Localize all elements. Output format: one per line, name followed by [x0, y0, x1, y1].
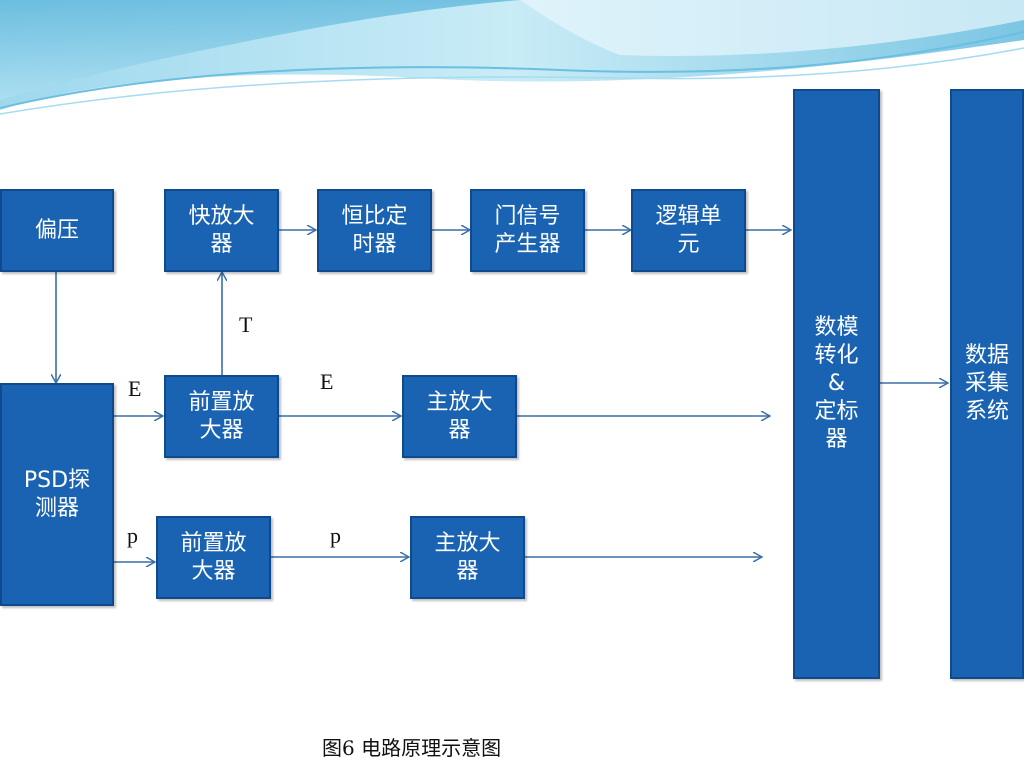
fast-amplifier-box: 快放大 器	[164, 189, 279, 272]
label-p-mid: p	[330, 523, 341, 548]
label-e-mid: E	[320, 369, 334, 394]
label-t: T	[239, 312, 253, 337]
gate-signal-generator-box: 门信号 产生器	[470, 189, 585, 272]
constant-fraction-timer-box: 恒比定 时器	[317, 189, 432, 272]
preamp-e-box: 前置放 大器	[164, 375, 279, 458]
bias-box: 偏压	[0, 189, 114, 272]
psd-detector-box: PSD探 测器	[0, 383, 114, 606]
preamp-p-box: 前置放 大器	[156, 516, 271, 599]
logic-unit-box: 逻辑单 元	[631, 189, 746, 272]
figure-caption: 图6 电路原理示意图	[322, 736, 502, 760]
label-e-left: E	[128, 376, 142, 401]
main-amp-e-box: 主放大 器	[402, 375, 517, 458]
main-amp-p-box: 主放大 器	[410, 516, 525, 599]
data-acquisition-box: 数据 采集 系统	[950, 89, 1024, 679]
adc-scaler-box: 数模 转化 & 定标 器	[793, 89, 880, 679]
label-p-left: p	[127, 523, 138, 548]
